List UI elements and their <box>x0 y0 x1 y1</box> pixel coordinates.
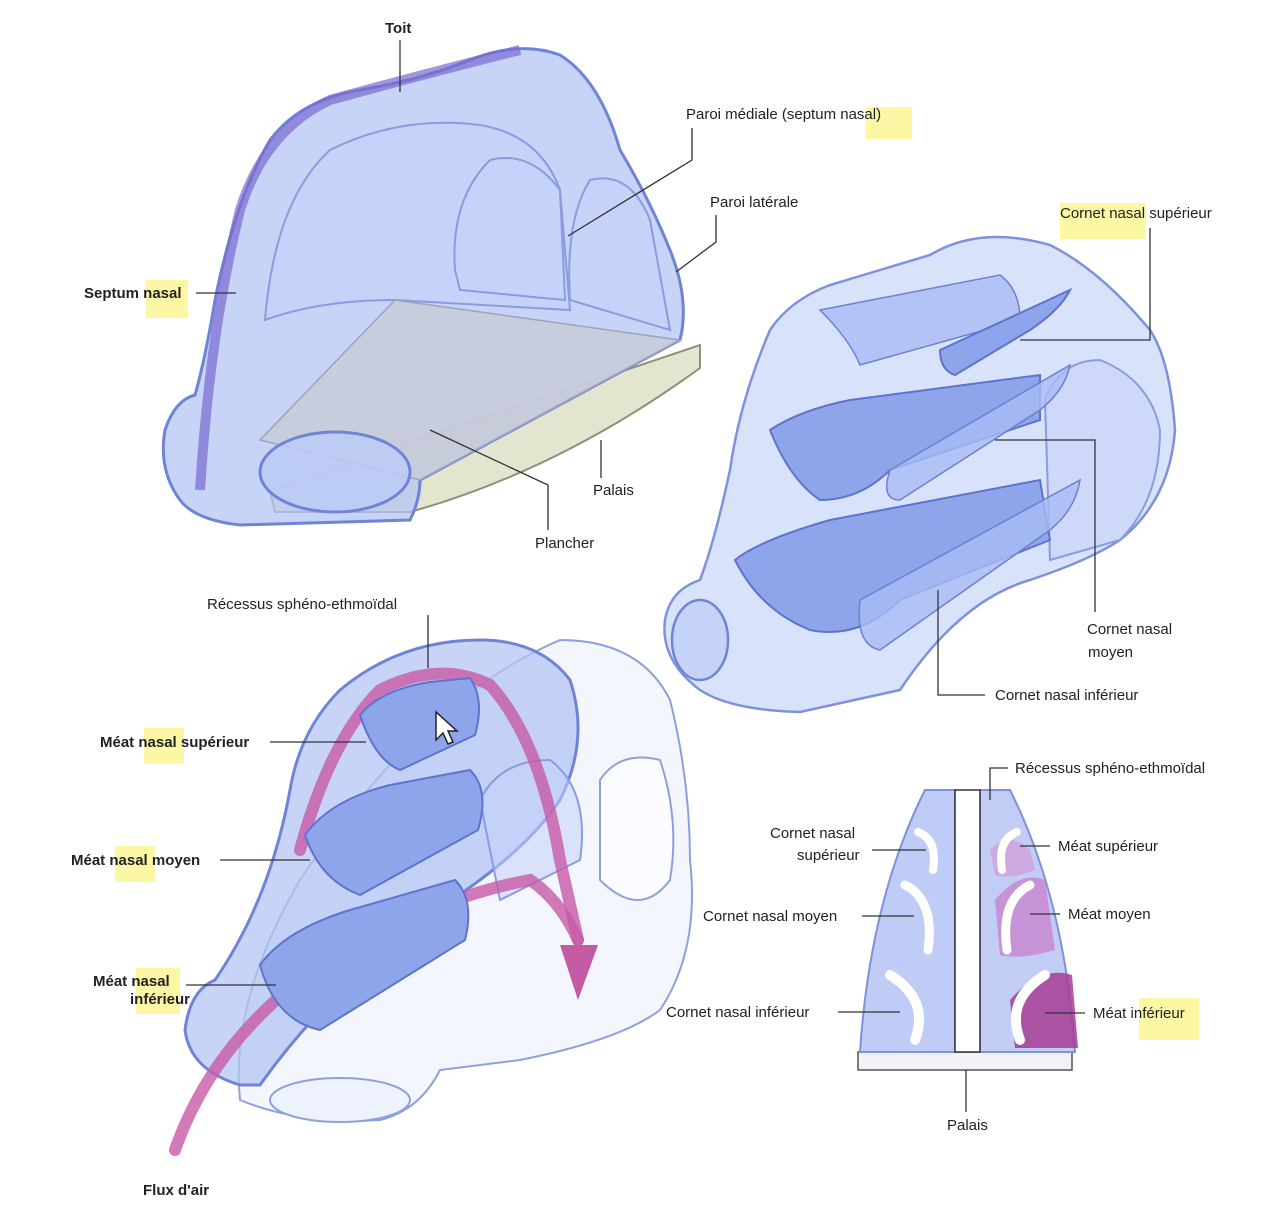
superior-meatus-turbinate <box>358 676 480 772</box>
inferior-turbinate-lip <box>858 478 1081 651</box>
left-cavity <box>858 789 956 1053</box>
left-turbinate-sup <box>914 828 938 874</box>
lateral-window <box>453 157 567 302</box>
panel-meatus: Récessus sphéno-ethmoïdal Méat nasal sup… <box>71 596 693 1199</box>
label-septum-nasal: Septum nasal <box>84 285 182 302</box>
label-meat-superieur-c: Méat supérieur <box>1058 838 1158 855</box>
label-meat-moyen: Méat nasal moyen <box>71 852 200 869</box>
label-recessus-2: Récessus sphéno-ethmoïdal <box>1015 760 1205 777</box>
label-paroi-mediale: Paroi médiale (septum nasal) <box>686 106 881 123</box>
septum-core <box>954 789 981 1053</box>
inferior-meatus-turbinate <box>258 878 470 1032</box>
label-plancher: Plancher <box>535 535 594 552</box>
middle-meatus-turbinate <box>303 768 484 897</box>
superior-turbinate-lip <box>938 287 1073 377</box>
nostril-front-2 <box>670 598 730 682</box>
turbinate-back-wall <box>1043 358 1162 562</box>
cursor-icon <box>435 710 459 745</box>
label-palais-1: Palais <box>593 482 634 499</box>
label-cornet-sup-2: supérieur <box>797 847 860 864</box>
left-turbinate-mid <box>900 880 934 955</box>
label-flux-air: Flux d'air <box>143 1182 209 1199</box>
panel-coronal: Récessus sphéno-ethmoïdal Cornet nasal s… <box>666 760 1205 1134</box>
right-turbinate-mid <box>1001 880 1035 955</box>
label-meat-moyen-c: Méat moyen <box>1068 906 1151 923</box>
label-paroi-laterale: Paroi latérale <box>710 194 798 211</box>
label-toit: Toit <box>385 20 411 37</box>
right-turbinate-inf <box>1010 970 1050 1045</box>
label-meat-superieur: Méat nasal supérieur <box>100 734 249 751</box>
lateral-window-2 <box>568 177 672 332</box>
label-cornet-superieur: Cornet nasal supérieur <box>1060 205 1212 222</box>
label-cornet-sup-1: Cornet nasal <box>770 825 855 842</box>
label-recessus-1: Récessus sphéno-ethmoïdal <box>207 596 397 613</box>
palate-bar <box>857 1051 1073 1071</box>
label-cornet-inferieur-c: Cornet nasal inférieur <box>666 1004 809 1021</box>
airflow-upper <box>294 667 584 946</box>
airflow-arrowhead <box>560 945 598 1000</box>
septum-stripe <box>195 45 522 491</box>
middle-turbinate-lip <box>885 363 1072 501</box>
right-turbinate-sup <box>997 828 1021 874</box>
label-meat-inferieur-1: Méat nasal <box>93 973 170 990</box>
panel-turbinates: Cornet nasal supérieur Cornet nasal moye… <box>663 203 1212 714</box>
label-palais-2: Palais <box>947 1117 988 1134</box>
label-cornet-inferieur: Cornet nasal inférieur <box>995 687 1138 704</box>
label-cornet-moyen-2: moyen <box>1088 644 1133 661</box>
left-turbinate-inf <box>885 970 925 1045</box>
meatus-window <box>599 756 675 901</box>
middle-turbinate <box>768 373 1041 502</box>
panel-walls: Toit Paroi médiale (septum nasal) Paroi … <box>84 20 912 552</box>
nostril-front <box>258 430 412 514</box>
nostril-front-3 <box>269 1077 411 1123</box>
label-meat-inferieur-2: inférieur <box>130 991 190 1008</box>
label-cornet-moyen-1: Cornet nasal <box>1087 621 1172 638</box>
label-cornet-moyen-c: Cornet nasal moyen <box>703 908 837 925</box>
label-meat-inferieur-c: Méat inférieur <box>1093 1005 1185 1022</box>
superior-turbinate <box>818 274 1021 366</box>
